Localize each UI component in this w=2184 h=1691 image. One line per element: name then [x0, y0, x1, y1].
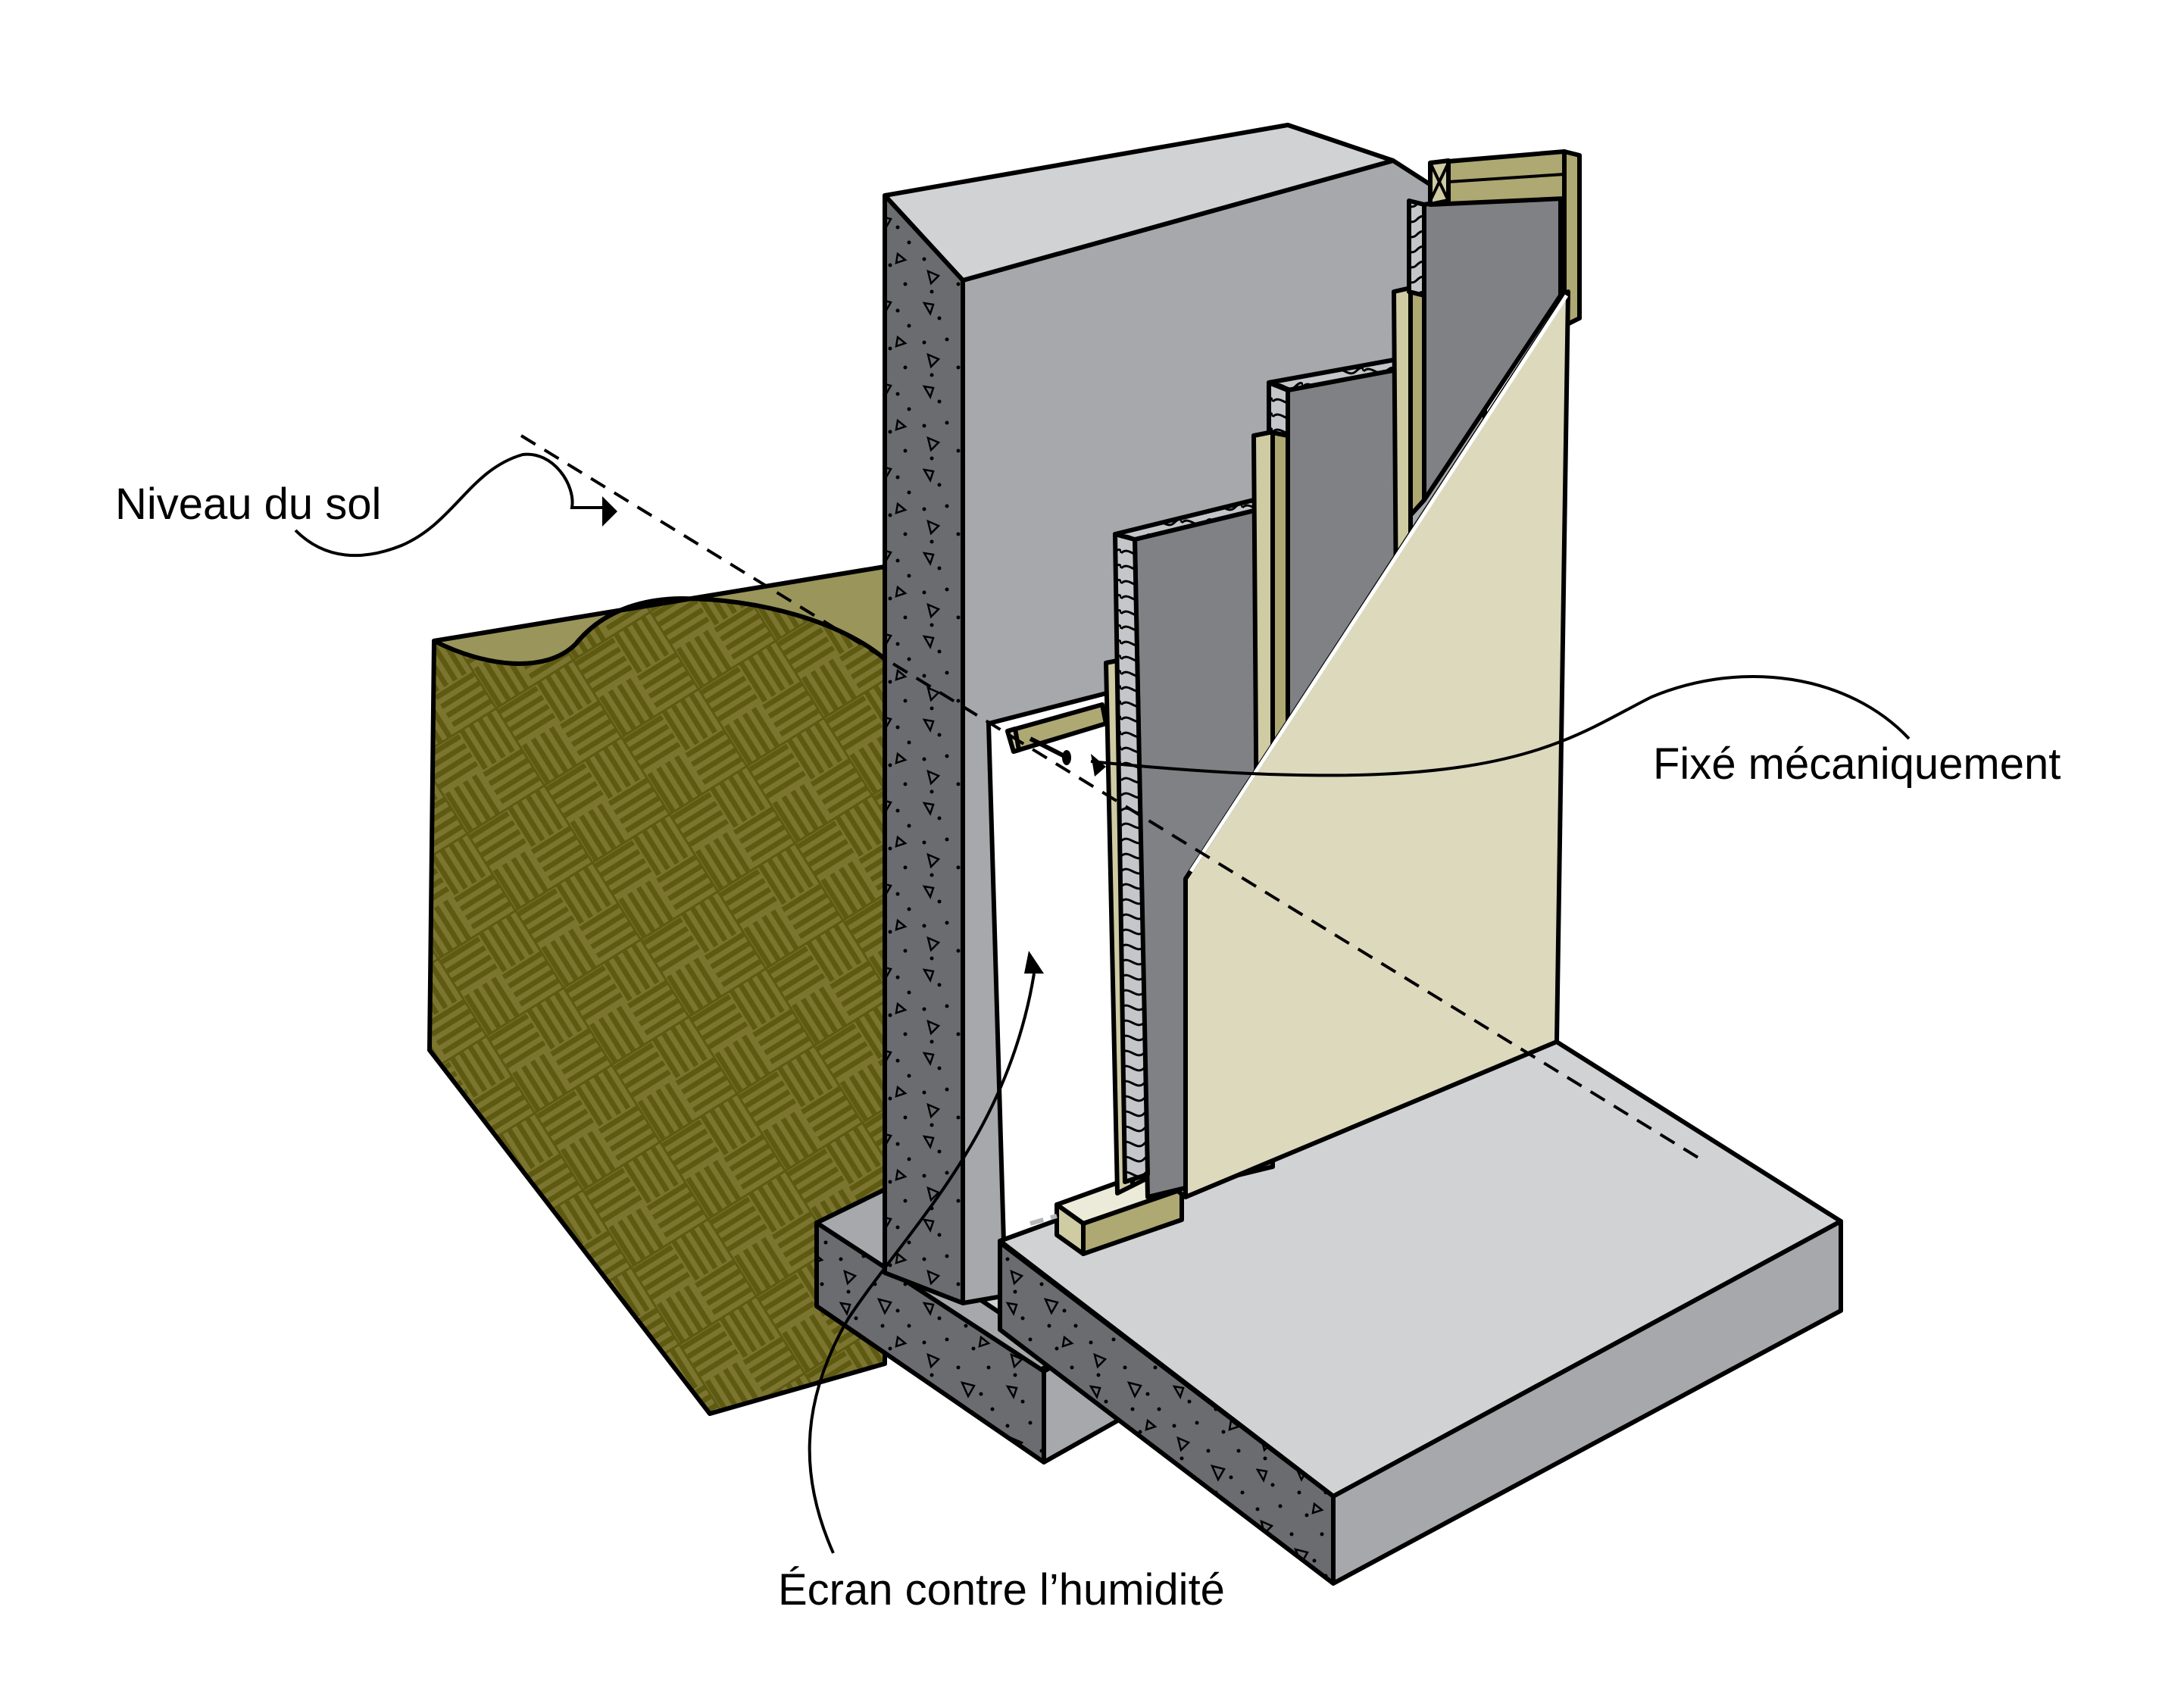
- label-ground-level: Niveau du sol: [115, 480, 381, 529]
- leader-moisture-barrier: [808, 951, 1044, 1554]
- label-mechanically-fastened: Fixé mécaniquement: [1653, 739, 2061, 789]
- top-plate: [1428, 149, 1582, 328]
- drywall: [1183, 289, 1570, 1199]
- ground-level-line: [520, 434, 1702, 1161]
- leader-mechanically-fastened: [1090, 675, 1911, 777]
- fastener-icon: [1029, 736, 1071, 765]
- leader-ground-level: [294, 452, 617, 558]
- insulation-board-3: [1407, 181, 1563, 502]
- label-moisture-barrier: Écran contre l’humidité: [778, 1565, 1225, 1614]
- moisture-barrier: [986, 687, 1123, 1245]
- floor-slab: [998, 1037, 1843, 1586]
- soil-block: [427, 564, 887, 1416]
